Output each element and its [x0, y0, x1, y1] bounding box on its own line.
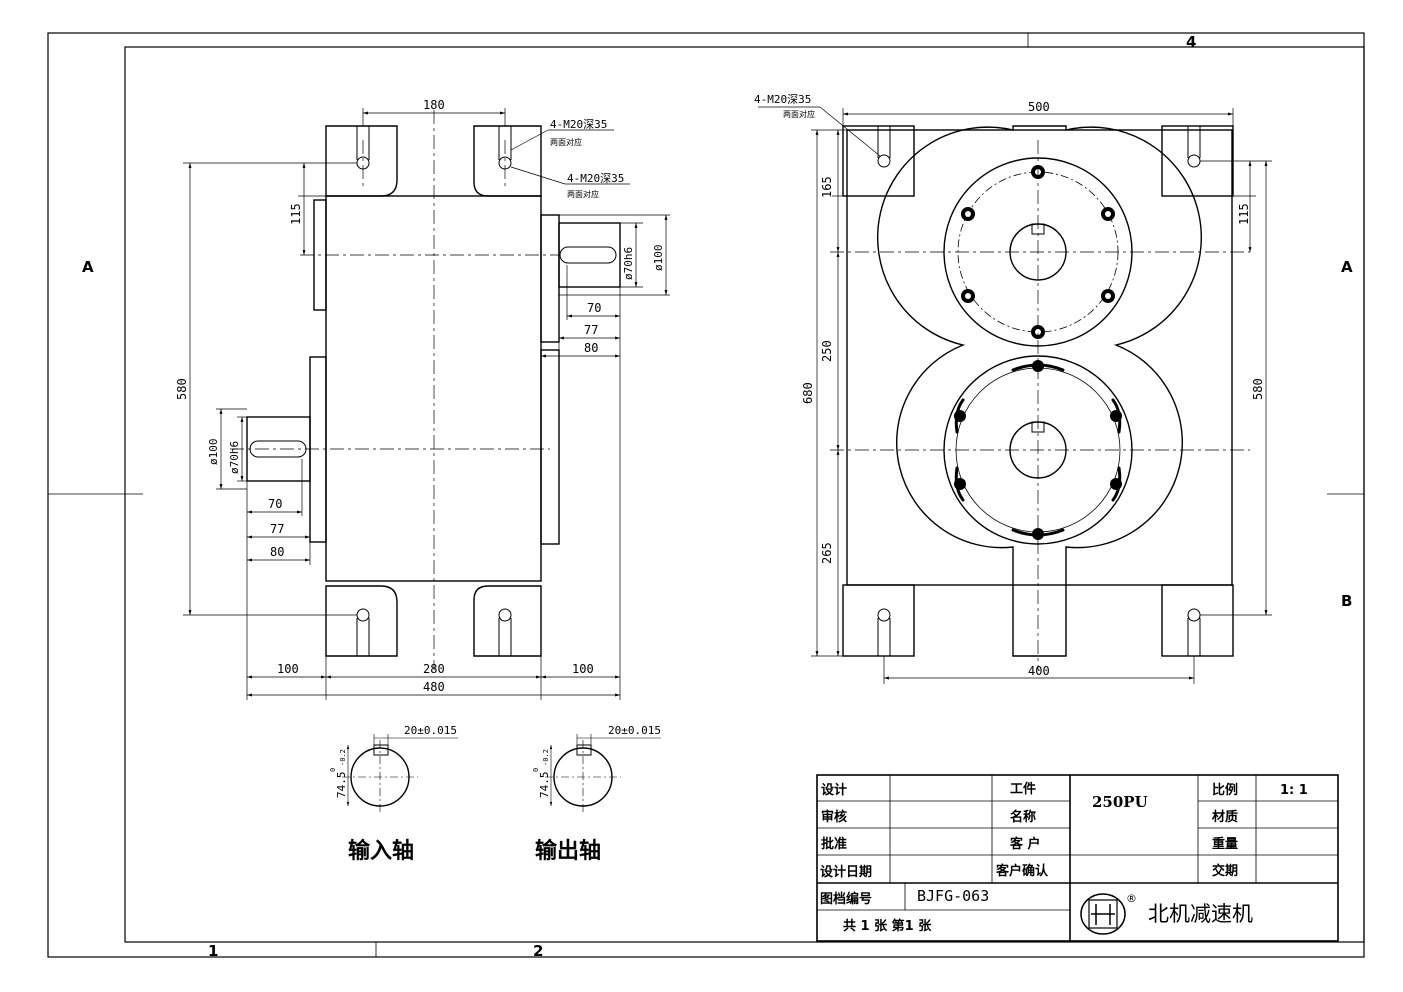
callout-mid-sub: 两面对应 — [567, 189, 599, 199]
output-depth: 74.5 — [538, 772, 551, 799]
tb-part-label-1: 工件 — [1010, 781, 1036, 797]
dim-l80: 80 — [270, 545, 284, 559]
shaft-section-input — [342, 734, 458, 815]
dim-400: 400 — [1028, 664, 1050, 678]
shaft-section-text: 20±0.015 74.5 0 -0.2 输入轴 20±0.015 74.5 0… — [329, 724, 661, 864]
tb-scale: 1: 1 — [1280, 783, 1308, 798]
tb-design-date: 设计日期 — [820, 864, 872, 880]
side-view-dimensions — [183, 108, 670, 700]
title-block — [816, 774, 1339, 942]
zone-top-4: 4 — [1186, 33, 1196, 51]
front-view — [830, 125, 1250, 670]
zone-bottom-1: 1 — [208, 942, 218, 960]
shaft-section-output — [545, 734, 661, 815]
flange-right-lower — [540, 349, 560, 545]
dim-right-flange-d: ø100 — [652, 245, 665, 272]
dim-180: 180 — [423, 98, 445, 112]
output-tol-upper: 0 — [532, 768, 540, 772]
flange-right-upper — [540, 214, 560, 343]
tb-design: 设计 — [821, 782, 847, 798]
dim-r70: 70 — [587, 301, 601, 315]
tb-registered: ® — [1126, 892, 1137, 905]
callout-mid: 4-M20深35 — [567, 172, 624, 185]
tb-customer: 客 户 — [1010, 836, 1041, 852]
dim-b100-right: 100 — [572, 662, 594, 676]
output-shaft — [558, 222, 621, 288]
housing-outline — [876, 125, 1203, 657]
output-shaft-label: 输出轴 — [535, 838, 601, 864]
dim-right-shaft-d: ø70h6 — [622, 247, 635, 280]
zone-bottom-2: 2 — [533, 942, 543, 960]
dim-r80: 80 — [584, 341, 598, 355]
front-foot-br — [1161, 584, 1234, 657]
output-tol-lower: -0.2 — [542, 749, 550, 766]
dim-b480: 480 — [423, 680, 445, 694]
tb-weight-label: 重量 — [1212, 836, 1238, 852]
dim-580-right: 580 — [1251, 378, 1265, 400]
dim-l70: 70 — [268, 497, 282, 511]
input-keyway — [249, 440, 307, 458]
dim-left-flange-d: ø100 — [207, 439, 220, 466]
output-key-width: 20±0.015 — [608, 724, 661, 737]
front-view-dimensions — [758, 106, 1272, 684]
dim-b100-left: 100 — [277, 662, 299, 676]
callout-top-sub: 两面对应 — [550, 137, 582, 147]
dim-l77: 77 — [270, 522, 284, 536]
housing-body — [325, 195, 542, 582]
tb-sheets: 共 1 张 第1 张 — [843, 918, 932, 934]
input-shaft-label: 输入轴 — [348, 838, 414, 864]
dim-left-shaft-d: ø70h6 — [228, 441, 241, 474]
dim-165: 165 — [820, 176, 834, 198]
tb-doc-no-label: 图档编号 — [820, 891, 872, 907]
front-callout: 4-M20深35 — [754, 93, 811, 106]
dim-680: 680 — [801, 382, 815, 404]
front-view-dim-text: 500 165 250 265 680 115 580 400 4-M20深35… — [754, 93, 1265, 678]
company-logo-icon — [1080, 893, 1126, 935]
foot-top-right — [473, 125, 542, 197]
drawing-frame — [47, 32, 1365, 958]
tb-scale-label: 比例 — [1212, 782, 1238, 798]
front-callout-sub: 两面对应 — [783, 109, 815, 119]
tb-part-name: 250PU — [1092, 793, 1148, 811]
dim-265: 265 — [820, 542, 834, 564]
dim-500: 500 — [1028, 100, 1050, 114]
side-view-dim-text: 180 115 580 ø70h6 ø100 70 77 80 ø100 ø70… — [175, 98, 665, 694]
tb-part-label-2: 名称 — [1010, 809, 1036, 825]
title-block-text: 设计 审核 批准 设计日期 图档编号 BJFG-063 共 1 张 第1 张 工… — [820, 781, 1308, 934]
input-depth: 74.5 — [335, 772, 348, 799]
tb-delivery-label: 交期 — [1212, 863, 1238, 879]
dim-250: 250 — [820, 340, 834, 362]
zone-left-a: A — [82, 258, 94, 276]
foot-top-left — [325, 125, 398, 197]
dim-r77: 77 — [584, 323, 598, 337]
foot-bottom-right — [473, 585, 542, 657]
input-tol-upper: 0 — [329, 768, 337, 772]
flange-left-lower — [309, 356, 327, 543]
callout-top: 4-M20深35 — [550, 118, 607, 131]
tb-material-label: 材质 — [1212, 809, 1238, 825]
input-key-width: 20±0.015 — [404, 724, 457, 737]
tb-customer-confirm: 客户确认 — [996, 863, 1049, 879]
tb-company: 北机减速机 — [1148, 902, 1253, 926]
dim-b280: 280 — [423, 662, 445, 676]
zone-markers: 4 1 2 A A B — [82, 33, 1353, 960]
side-view — [230, 110, 621, 670]
dim-115: 115 — [289, 203, 303, 225]
front-housing — [846, 129, 1233, 586]
dim-115-right: 115 — [1237, 203, 1251, 225]
foot-bottom-left — [325, 585, 398, 657]
zone-right-b: B — [1341, 592, 1352, 610]
tb-review: 审核 — [821, 809, 847, 825]
zone-right-a: A — [1341, 258, 1353, 276]
tb-approve: 批准 — [821, 836, 847, 852]
input-tol-lower: -0.2 — [339, 749, 347, 766]
tb-doc-no: BJFG-063 — [917, 887, 989, 905]
dim-580: 580 — [175, 378, 189, 400]
output-keyway — [559, 246, 617, 264]
